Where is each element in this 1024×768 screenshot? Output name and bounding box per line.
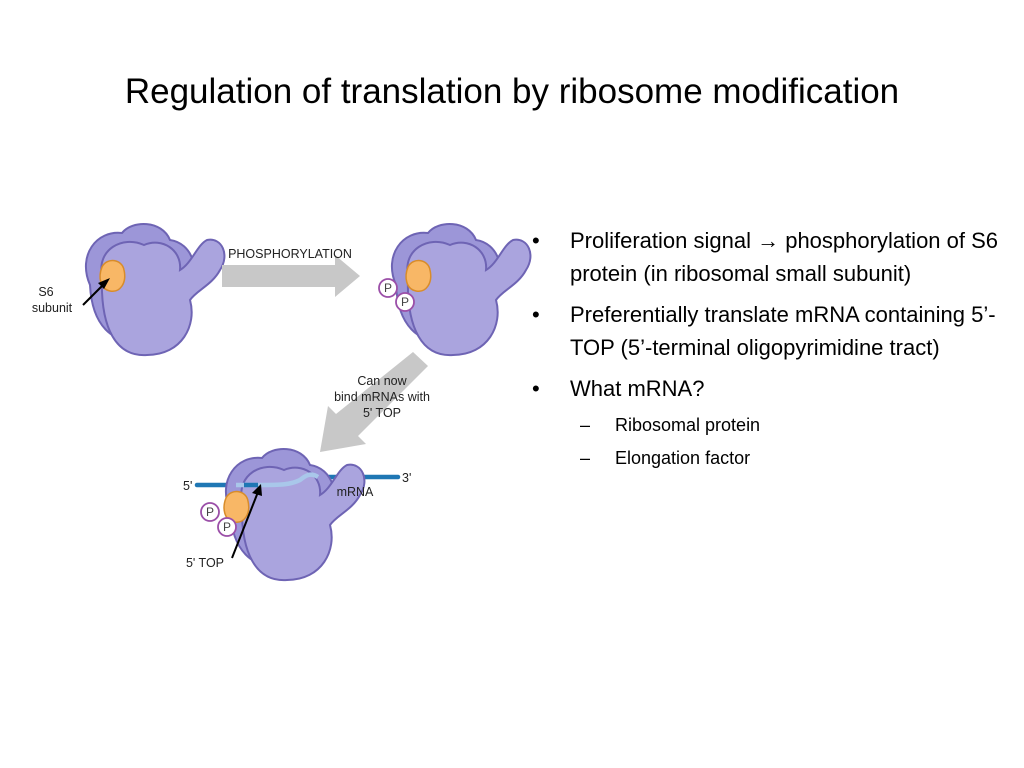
svg-text:P: P [223,520,231,534]
ribosome-phosphorylated [390,222,532,357]
bullet-marker: • [532,376,540,401]
bind-label-line1: Can now [357,374,407,388]
phosphate-4 [217,517,237,537]
s6-label-line1: S6 [38,285,53,299]
sub-text: Ribosomal protein [615,415,761,435]
ribosome-unphosphorylated [84,222,226,357]
mrna-label: mRNA [337,485,374,499]
bind-label-line3: 5' TOP [363,406,401,420]
ribosome-bound-mrna [223,447,366,582]
bullet-list: • Proliferation signal → phosphorylation… [530,224,1000,483]
phosphate-2 [395,292,415,312]
mrna-through-ribosome [236,472,320,488]
phosphate-1 [378,278,398,298]
bind-arrow [320,352,428,452]
sub-marker: – [580,415,591,435]
sub-text: Elongation factor [615,448,751,468]
sub-item: – Ribosomal protein [570,409,1000,442]
top-pointer-arrow [231,491,259,559]
sub-marker: – [580,448,591,468]
three-prime-label: 3' [402,471,411,485]
bullet-marker: • [532,302,540,327]
s6-label-line2: subunit [32,301,73,315]
bind-label-line2: bind mRNAs with [334,390,430,404]
bullet-marker: • [532,228,540,253]
svg-text:P: P [401,295,409,309]
bullet-item: • What mRNA? – Ribosomal protein – Elong… [530,372,1000,475]
sub-item: – Elongation factor [570,442,1000,475]
bullet-item: • Preferentially translate mRNA containi… [530,298,1000,364]
bullet-text: Proliferation signal → phosphorylation o… [570,228,999,286]
svg-text:P: P [206,505,214,519]
bullet-text: Preferentially translate mRNA containing… [570,302,996,360]
slide-title: Regulation of translation by ribosome mo… [124,72,900,111]
bullet-text: What mRNA? [570,376,705,401]
sub-list: – Ribosomal protein – Elongation factor [570,409,1000,475]
five-prime-label: 5' [183,479,192,493]
phosphate-3 [200,502,220,522]
phosphorylation-arrow [222,255,360,297]
svg-text:P: P [384,281,392,295]
bullet-item: • Proliferation signal → phosphorylation… [530,224,1000,290]
phosphorylation-label: PHOSPHORYLATION [228,247,352,261]
top-label: 5' TOP [186,556,224,570]
